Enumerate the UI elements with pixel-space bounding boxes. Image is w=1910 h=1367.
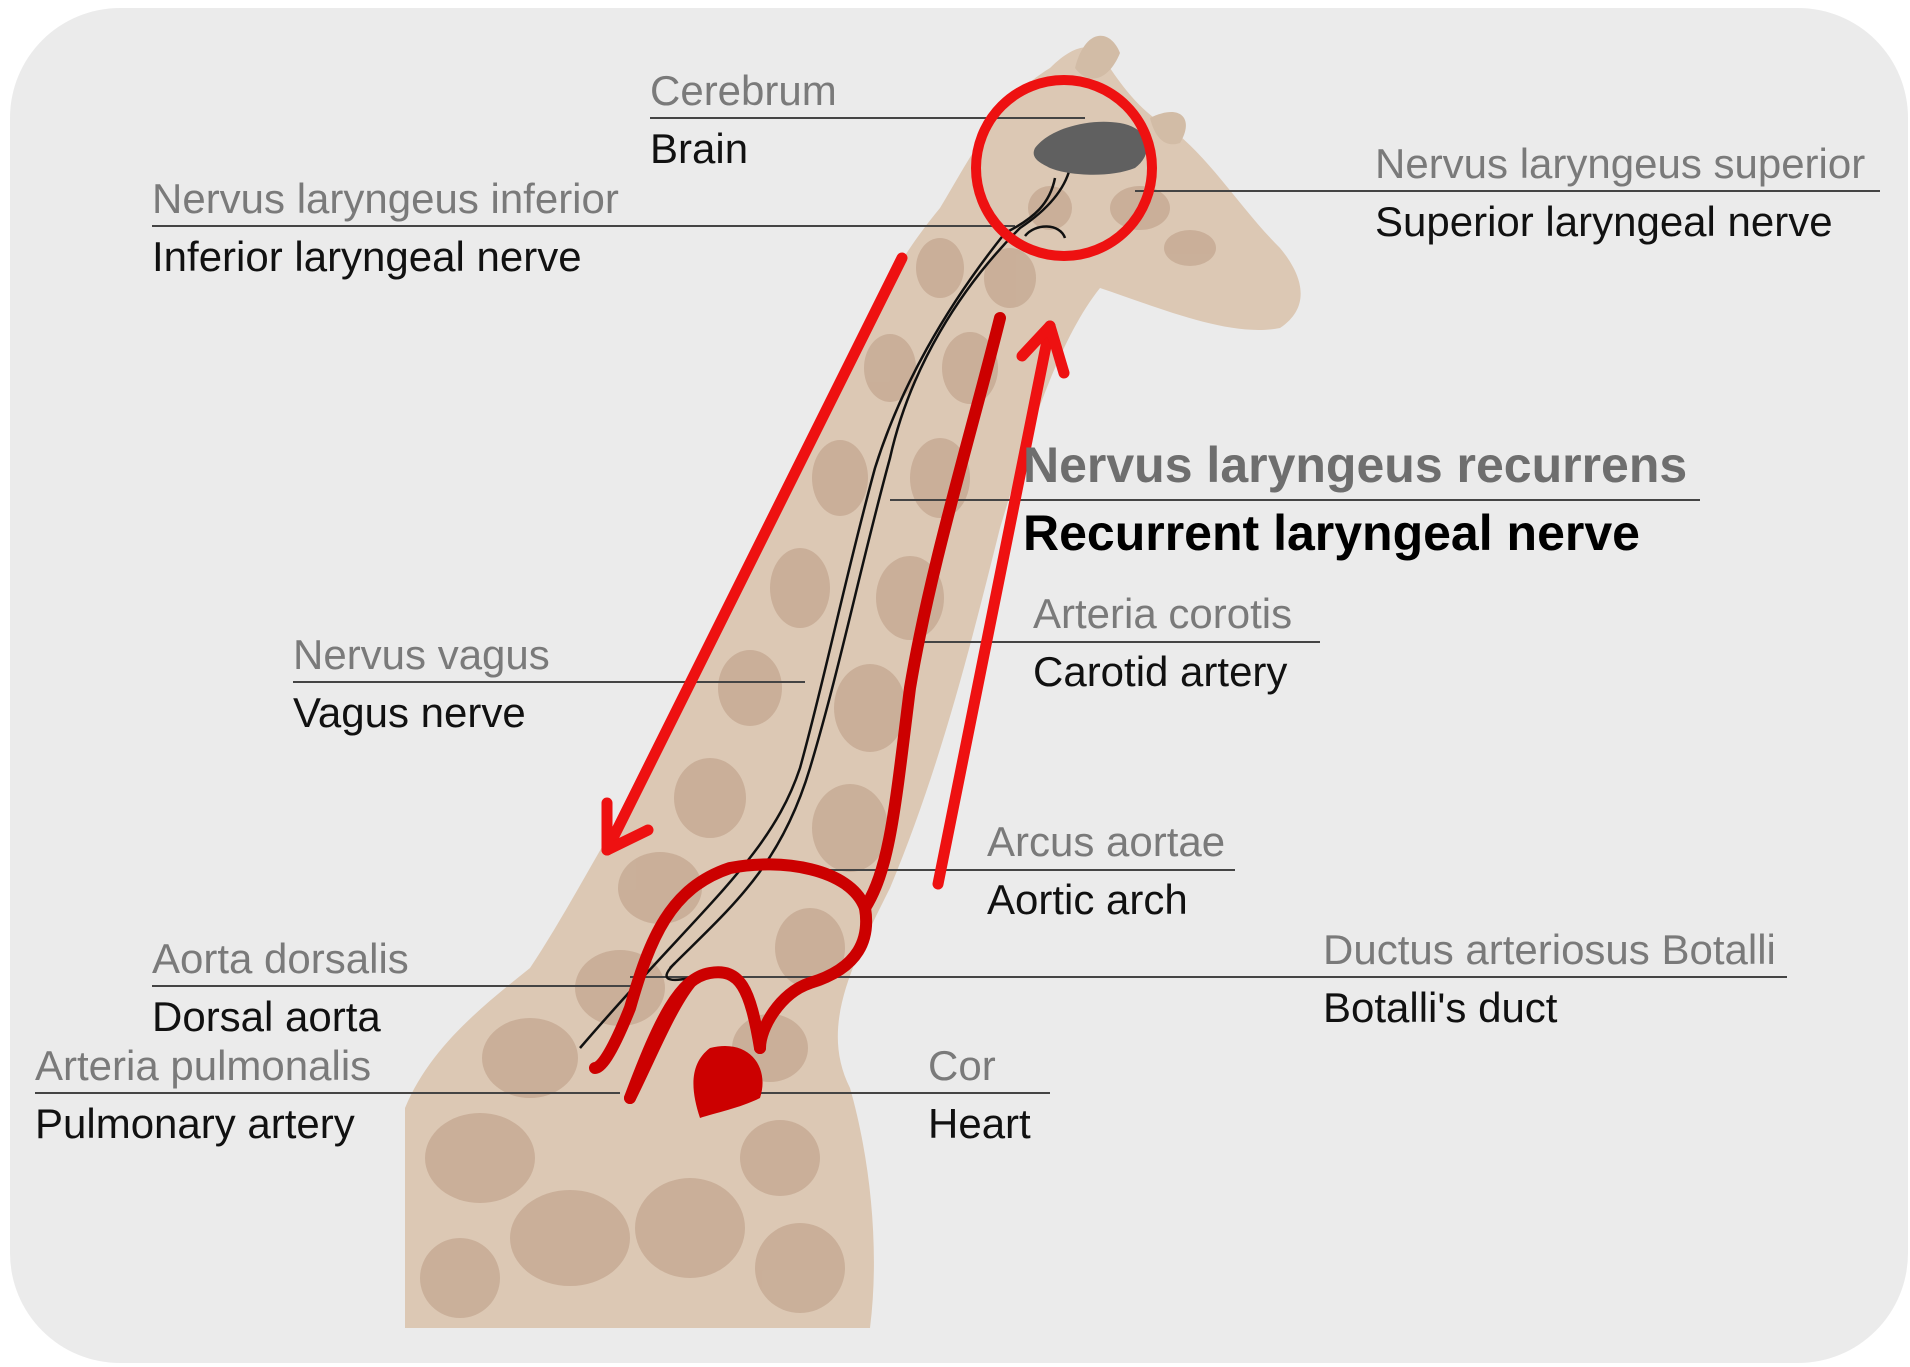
arcus-aortae-latin-label: Arcus aortae xyxy=(987,821,1225,863)
diagram-canvas: Cerebrum Brain Nervus laryngeus inferior… xyxy=(10,8,1908,1363)
arteria-corotis-latin-label: Arteria corotis xyxy=(1033,593,1292,635)
botallis-duct-label: Botalli's duct xyxy=(1323,987,1557,1029)
heart-label: Heart xyxy=(928,1103,1031,1145)
brain-label: Brain xyxy=(650,128,748,170)
cerebrum-latin-label: Cerebrum xyxy=(650,70,837,112)
aorta-dorsalis-latin-label: Aorta dorsalis xyxy=(152,938,409,980)
nervus-vagus-latin-label: Nervus vagus xyxy=(293,634,550,676)
laryngeus-inferior-latin-label: Nervus laryngeus inferior xyxy=(152,178,619,220)
carotid-artery-label: Carotid artery xyxy=(1033,651,1287,693)
recurrent-laryngeal-nerve-label: Recurrent laryngeal nerve xyxy=(1023,508,1640,558)
laryngeus-superior-latin-label: Nervus laryngeus superior xyxy=(1375,143,1865,185)
ductus-botalli-latin-label: Ductus arteriosus Botalli xyxy=(1323,929,1776,971)
pulmonary-artery-label: Pulmonary artery xyxy=(35,1103,355,1145)
dorsal-aorta-label: Dorsal aorta xyxy=(152,996,381,1038)
laryngeus-recurrens-latin-label: Nervus laryngeus recurrens xyxy=(1023,440,1687,490)
cor-latin-label: Cor xyxy=(928,1045,996,1087)
superior-laryngeal-nerve-label: Superior laryngeal nerve xyxy=(1375,201,1833,243)
giraffe-ossicone xyxy=(1075,36,1120,79)
aortic-arch-label: Aortic arch xyxy=(987,879,1188,921)
inferior-laryngeal-nerve-label: Inferior laryngeal nerve xyxy=(152,236,582,278)
arteria-pulmonalis-latin-label: Arteria pulmonalis xyxy=(35,1045,371,1087)
vagus-nerve-label: Vagus nerve xyxy=(293,692,526,734)
